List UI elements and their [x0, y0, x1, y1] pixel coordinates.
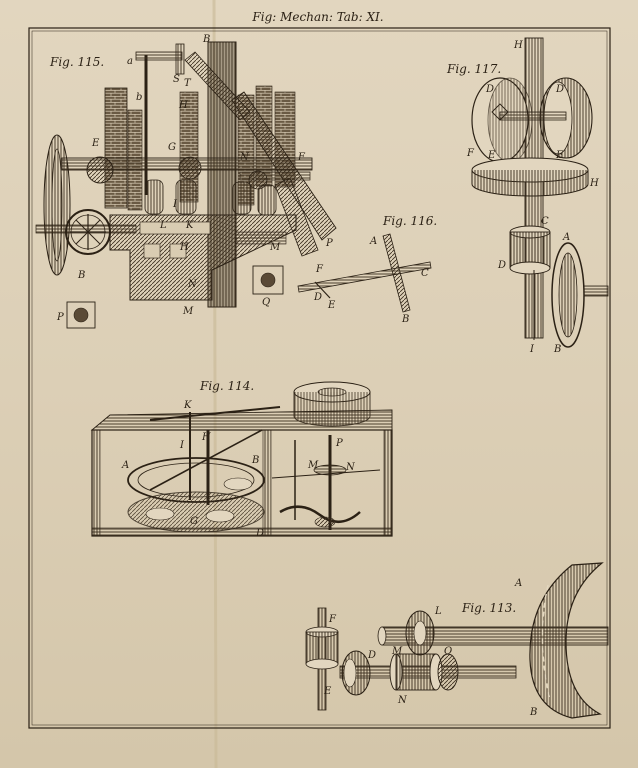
label-e-left: E: [487, 150, 496, 161]
fig117-caption: Fig. 117.: [446, 62, 501, 76]
label-f: F: [328, 614, 337, 625]
label-h-basin: H: [589, 178, 599, 189]
figure-114: Fig. 114. K I H A B: [90, 379, 393, 539]
label-a: A: [369, 236, 377, 247]
label-f: F: [315, 264, 324, 275]
label-b: B: [251, 455, 259, 466]
crank-arm: [279, 505, 361, 523]
label-b: B: [401, 314, 409, 325]
label-h: H: [201, 432, 211, 443]
label-p-beam: P: [325, 238, 333, 249]
label-m: M: [391, 646, 403, 657]
label-a: A: [562, 232, 570, 243]
label-g: G: [190, 516, 198, 527]
label-n-top: N: [239, 152, 250, 163]
label-a: A: [514, 578, 522, 589]
label-m-base: M: [182, 306, 194, 317]
fig114-caption: Fig. 114.: [199, 379, 254, 393]
pump-cylinder: [144, 179, 164, 215]
label-f: F: [297, 152, 306, 163]
label-b: B: [529, 707, 537, 718]
top-lever: [149, 406, 281, 421]
label-h: H: [178, 100, 188, 111]
plate-border: [28, 27, 611, 729]
label-k: K: [183, 400, 192, 411]
figure-116: Fig. 116. A F C D E B: [297, 214, 437, 325]
top-lever: [135, 51, 183, 61]
label-d-left: D: [485, 84, 494, 95]
label-e: E: [91, 138, 100, 149]
fig113-caption: Fig. 113.: [461, 601, 516, 615]
label-d: D: [367, 650, 376, 661]
label-b: B: [202, 34, 210, 45]
label-n: N: [397, 695, 408, 706]
label-i: I: [172, 199, 178, 210]
fig115-caption: Fig. 115.: [49, 55, 104, 69]
figure-113: Fig. 113. A F L D M O E N B: [305, 562, 609, 719]
label-e-right: E: [555, 150, 564, 161]
label-l: L: [434, 606, 442, 617]
label-c: C: [421, 268, 429, 279]
label-q-box: Q: [262, 297, 270, 308]
label-b-wheel: B: [77, 270, 85, 281]
label-s: S: [173, 74, 180, 85]
label-b: B: [553, 344, 561, 355]
label-d-pinion: D: [497, 260, 506, 271]
label-c: C: [541, 216, 549, 227]
crossbar-horizontal: [297, 261, 432, 293]
label-l: L: [159, 220, 167, 231]
label-e: E: [323, 686, 332, 697]
label-p: P: [335, 438, 343, 449]
pinion-gear: [86, 156, 114, 184]
label-d: D: [313, 292, 322, 303]
label-m-right: M: [269, 242, 281, 253]
fig116-caption: Fig. 116.: [382, 214, 437, 228]
label-b-small: b: [136, 92, 142, 103]
label-m: M: [307, 460, 319, 471]
frame-top: [90, 409, 393, 431]
large-gear-wheel: [43, 134, 71, 276]
plate-inner-border: [31, 30, 608, 726]
detail-box-p: [66, 301, 96, 329]
label-e: E: [327, 300, 336, 311]
label-i: I: [529, 344, 535, 355]
label-d: D: [255, 528, 264, 539]
brick-pillar-left: [104, 87, 128, 209]
label-n-base: N: [187, 279, 198, 290]
label-i: I: [179, 440, 185, 451]
figure-117: Fig. 117. H D D F E E H C A D I B: [446, 37, 609, 355]
label-o: O: [444, 646, 452, 657]
label-t: T: [184, 78, 192, 89]
label-p-box: P: [56, 312, 64, 323]
label-k: K: [185, 220, 194, 231]
plate-title: Fig: Mechan: Tab: XI.: [251, 10, 383, 24]
label-h-top: H: [513, 40, 523, 51]
water-wheel: [529, 562, 604, 719]
label-g: G: [168, 142, 176, 153]
label-h-lower: H: [179, 242, 189, 253]
label-a: a: [127, 56, 133, 67]
label-f: F: [466, 148, 475, 159]
detail-box-q: [252, 265, 284, 295]
label-n: N: [345, 462, 356, 473]
label-a: A: [121, 460, 129, 471]
figure-115: Fig. 115.: [35, 34, 337, 329]
label-d-right: D: [555, 84, 564, 95]
